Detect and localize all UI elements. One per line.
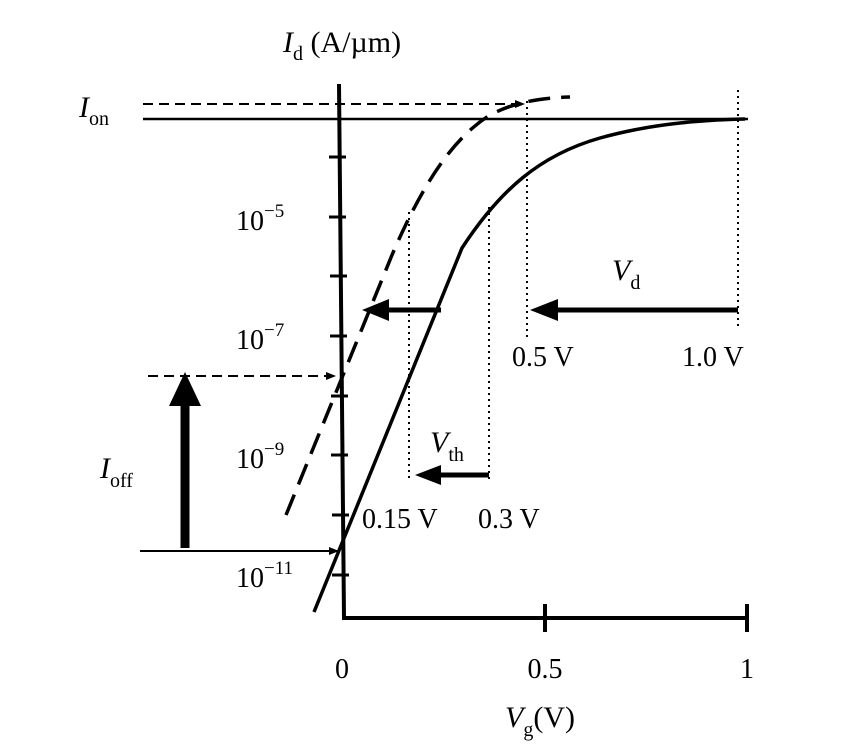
ioff-label-main: I xyxy=(99,452,112,485)
y-tick-label-base: 10 xyxy=(236,563,264,594)
ion-label: Ion xyxy=(78,91,109,130)
id-curve-solid xyxy=(312,117,746,613)
x-axis-ticks xyxy=(543,604,749,632)
y-tick-label: 10−5 xyxy=(236,201,284,237)
guide-lines-dotted xyxy=(408,90,739,480)
ioff-arrow-head xyxy=(169,372,201,406)
y-tick-label-exp: −5 xyxy=(264,201,284,222)
x-tick-label: 1 xyxy=(740,654,754,685)
vd-arrow-head xyxy=(530,299,558,321)
annotation-0.15v: 0.15 V xyxy=(362,504,438,535)
vd-label: Vd xyxy=(612,254,640,294)
x-axis-label-sub: g xyxy=(523,719,533,741)
y-tick-label-exp: −9 xyxy=(264,439,284,460)
x-axis-label-unit: (V) xyxy=(533,701,575,734)
y-axis-label-sub: d xyxy=(293,43,303,65)
x-tick-label: 0 xyxy=(335,654,349,685)
y-tick-label-base: 10 xyxy=(236,444,264,475)
annotation-0.3v: 0.3 V xyxy=(478,504,540,535)
x-axis-label: Vg(V) xyxy=(505,701,575,741)
y-axis-label: Id (A/µm) xyxy=(282,26,401,65)
y-tick-label-base: 10 xyxy=(236,206,264,237)
y-tick-label-base: 10 xyxy=(236,325,264,356)
y-tick-label: 10−11 xyxy=(236,558,293,594)
y-tick-label-exp: −7 xyxy=(264,320,284,341)
vd-label-main: V xyxy=(612,254,634,287)
y-axis-line xyxy=(337,83,346,619)
y-axis-ticks xyxy=(329,155,349,577)
id-curve-dashed xyxy=(284,95,571,516)
thick-arrows xyxy=(169,299,738,548)
x-axis-label-main: V xyxy=(505,701,527,734)
vd-label-sub: d xyxy=(630,272,640,294)
y-tick-label: 10−7 xyxy=(236,320,284,356)
vth-label: Vth xyxy=(430,426,464,466)
y-axis-label-unit: (A/µm) xyxy=(303,26,401,59)
vth-arrow-head xyxy=(415,465,441,485)
shift-arrow-head xyxy=(362,299,389,321)
ioff-label-sub: off xyxy=(110,470,133,492)
y-tick-label: 10−9 xyxy=(236,439,284,475)
y-axis-label-main: I xyxy=(282,26,295,59)
vth-label-sub: th xyxy=(448,444,464,466)
annotation-0.5v: 0.5 V xyxy=(512,342,574,373)
ion-label-sub: on xyxy=(89,108,109,130)
vth-label-main: V xyxy=(430,426,452,459)
ioff-label: Ioff xyxy=(99,452,133,492)
y-tick-label-exp: −11 xyxy=(264,558,293,579)
annotation-1.0v: 1.0 V xyxy=(682,342,744,373)
ion-label-main: I xyxy=(78,91,91,124)
x-tick-label: 0.5 xyxy=(528,654,563,685)
